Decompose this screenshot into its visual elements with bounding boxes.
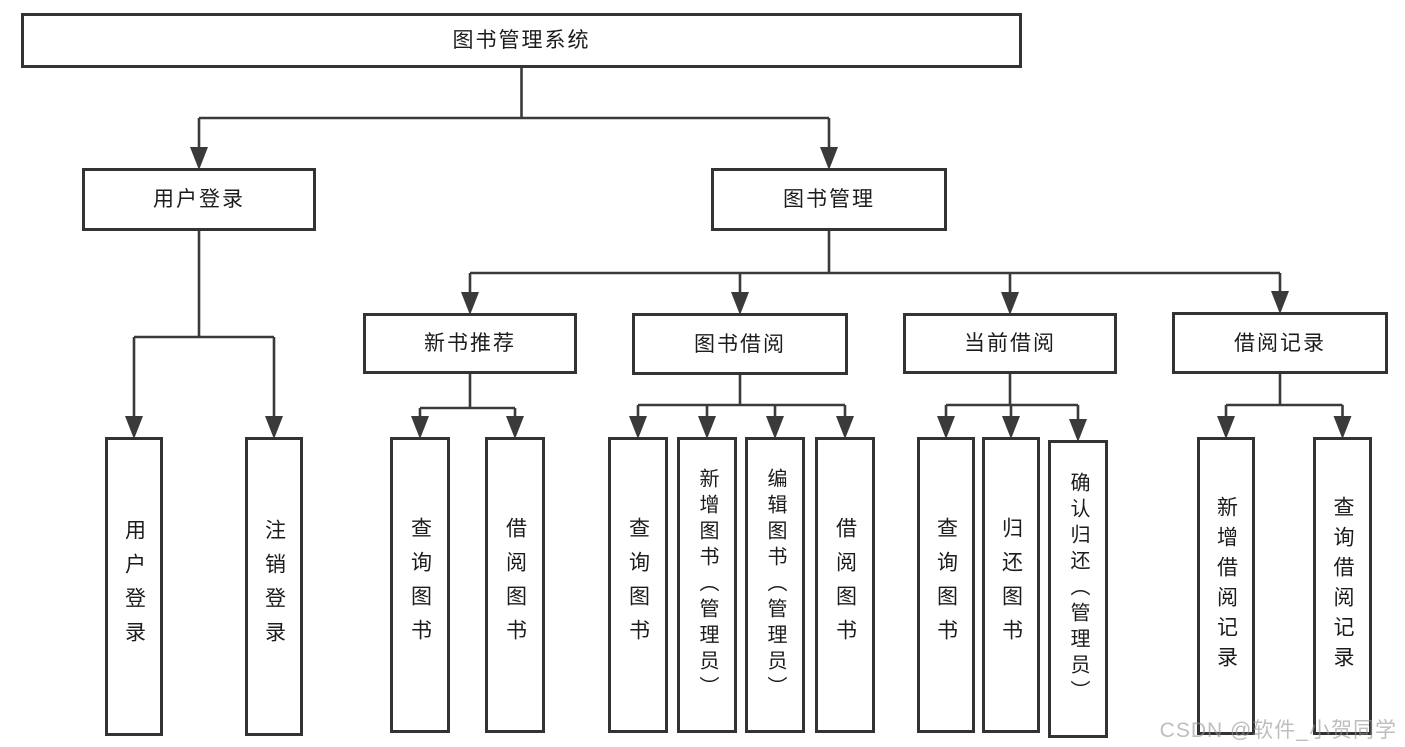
- arrowhead-icon: [125, 416, 143, 439]
- diagram-node-label: 当前借阅: [964, 332, 1056, 355]
- diagram-node-user-login-group: 用户登录: [82, 168, 316, 231]
- arrowhead-icon: [411, 416, 429, 439]
- diagram-node-borrowing-records: 借阅记录: [1172, 312, 1388, 374]
- arrowhead-icon: [1069, 419, 1087, 442]
- diagram-node-add-books-admin: 新增图书（管理员）: [677, 437, 737, 733]
- arrowhead-icon: [698, 416, 716, 439]
- arrowhead-icon: [836, 416, 854, 439]
- arrowhead-icon: [1001, 292, 1019, 315]
- diagram-node-query-books-2: 查询图书: [608, 437, 668, 733]
- diagram-node-label: 借阅图书: [503, 517, 527, 653]
- diagram-node-label: 用户登录: [153, 188, 245, 211]
- diagram-node-label: 注销登录: [262, 518, 286, 655]
- arrowhead-icon: [1217, 416, 1235, 439]
- diagram-node-label: 查询借阅记录: [1331, 496, 1354, 676]
- diagram-node-book-management: 图书管理: [711, 168, 947, 231]
- arrowhead-icon: [820, 147, 838, 170]
- arrowhead-icon: [937, 416, 955, 439]
- diagram-node-label: 确认归还（管理员）: [1067, 472, 1089, 706]
- diagram-node-book-borrowing: 图书借阅: [632, 313, 848, 375]
- arrowhead-icon: [190, 147, 208, 170]
- arrowhead-icon: [766, 416, 784, 439]
- diagram-node-label: 图书管理系统: [452, 29, 591, 52]
- diagram-node-label: 图书借阅: [694, 332, 786, 356]
- diagram-node-label: 用户登录: [122, 518, 146, 655]
- diagram-node-borrow-books-1: 借阅图书: [485, 437, 545, 733]
- diagram-node-query-books-3: 查询图书: [917, 437, 975, 733]
- diagram-node-label: 图书管理: [783, 188, 875, 211]
- diagram-node-label: 新增借阅记录: [1214, 496, 1238, 676]
- diagram-node-return-books: 归还图书: [982, 437, 1040, 733]
- diagram-node-root: 图书管理系统: [21, 13, 1022, 68]
- diagram-node-label: 查询图书: [934, 517, 958, 653]
- arrowhead-icon: [265, 416, 283, 439]
- diagram-node-label: 新书推荐: [424, 332, 516, 355]
- arrowhead-icon: [1271, 291, 1289, 314]
- diagram-node-current-borrowing: 当前借阅: [903, 313, 1117, 374]
- diagram-node-label: 归还图书: [999, 517, 1023, 653]
- diagram-node-label: 新增图书（管理员）: [696, 468, 718, 702]
- diagram-node-edit-books-admin: 编辑图书（管理员）: [745, 437, 805, 733]
- diagram-node-confirm-return-admin: 确认归还（管理员）: [1048, 440, 1108, 738]
- diagram-node-borrow-books-2: 借阅图书: [815, 437, 875, 733]
- arrowhead-icon: [629, 416, 647, 439]
- arrowhead-icon: [1333, 416, 1352, 439]
- diagram-node-query-borrow-record: 查询借阅记录: [1313, 437, 1372, 735]
- arrowhead-icon: [461, 292, 479, 315]
- diagram-node-label: 借阅图书: [833, 517, 857, 653]
- diagram-node-add-borrow-record: 新增借阅记录: [1197, 437, 1255, 735]
- csdn-watermark: CSDN @软件_小贺同学: [1159, 719, 1397, 742]
- diagram-node-user-login: 用户登录: [105, 437, 163, 736]
- arrowhead-icon: [506, 416, 524, 439]
- diagram-node-label: 编辑图书（管理员）: [764, 468, 786, 702]
- arrowhead-icon: [731, 292, 749, 315]
- diagram-node-label: 查询图书: [408, 517, 432, 653]
- diagram-node-new-book-recommend: 新书推荐: [363, 313, 577, 374]
- arrowhead-icon: [1002, 416, 1020, 439]
- diagram-node-label: 借阅记录: [1234, 331, 1326, 355]
- diagram-node-label: 查询图书: [626, 517, 650, 653]
- diagram-node-logout: 注销登录: [245, 437, 303, 736]
- diagram-node-query-books-1: 查询图书: [390, 437, 450, 733]
